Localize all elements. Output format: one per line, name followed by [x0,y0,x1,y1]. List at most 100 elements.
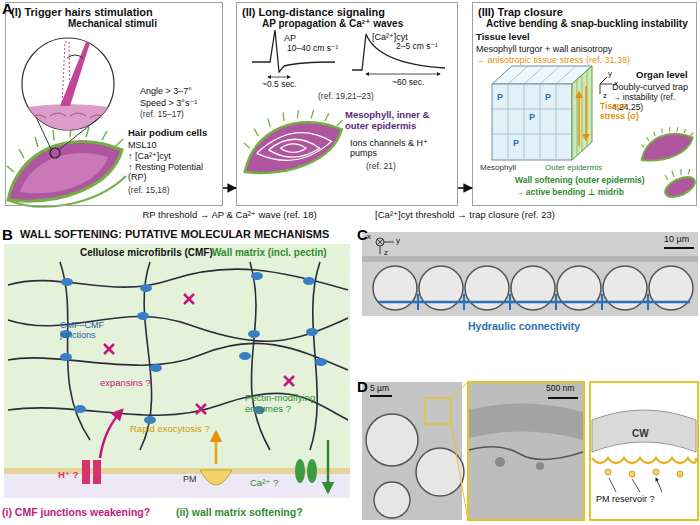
cmf-junction [239,352,251,360]
annotation-label: Mesophyll, inner & outer epidermis [345,110,455,132]
annotation-label: B [2,226,13,243]
hydraulic-connection [418,294,648,310]
proton-pump [100,410,122,458]
annotation-label: PM reservoir ? [596,494,655,504]
annotation-label: CW [632,428,649,440]
micrograph [465,266,509,310]
closed-trap [665,169,690,180]
reservoir-schematic [590,382,698,520]
micrograph [362,232,698,316]
tissue-block [572,66,592,160]
annotation-label: ~0.5 sec. [262,80,297,90]
cmf-junction [144,416,156,424]
cellulose-microfibril [8,269,348,290]
annotation-label: CMF–CMF junctions [60,320,132,341]
cmf-junction [61,278,73,286]
tissue-block [492,84,572,160]
micrograph [511,266,555,310]
open-trap [641,127,693,160]
cmf-junction [248,330,260,338]
reservoir-schematic [629,471,635,477]
panel-box: (II) Long-distance signaling [236,2,458,206]
hair-magnifier [50,148,60,158]
micrograph [419,266,463,310]
reservoir-schematic [609,478,662,492]
reservoir-schematic [605,469,611,475]
annotation-label: Mesophyll [480,163,516,172]
cellulose-microfibril [310,262,320,450]
annotation-label: Pectin-modifying enzymes ? [245,393,333,415]
annotation-label: Active bending & snap-buckling instabili… [486,18,688,30]
flow-arrow [458,187,472,189]
expansin-cut [184,294,194,304]
exocytosis-vesicle [200,470,232,485]
tissue-block [492,84,572,160]
micrograph [495,457,505,467]
flow-arrow [223,187,236,189]
calcium-channel [307,459,317,483]
micrograph [603,266,647,310]
cellulose-microfibril [8,343,348,370]
annotation-label: (ref. 15–17) [140,110,184,120]
annotation-label: P [529,112,535,122]
micrograph [468,382,584,520]
edge-label: RP threshold → AP & Ca²⁺ wave (ref. 18) [142,210,316,221]
cellulose-microfibril [60,262,90,440]
reservoir-schematic [653,469,659,475]
micrograph [362,382,464,520]
annotation-label: 10 µm [664,234,689,244]
venus-flytrap [7,127,123,172]
annotation-label: Cellulose microfibrils (CMF) [80,247,213,259]
annotation-label: H⁺ ? [58,470,78,481]
wall-matrix [4,244,350,470]
venus-flytrap [7,127,126,207]
annotation-label: [Ca²⁺]cyt [372,32,408,42]
cmf-junction [74,405,86,413]
hair-magnifier [67,55,83,58]
annotation-label: Ca²⁺ ? [250,478,278,489]
annotation-label: Mesophyll turgor + wall anisotropy [476,44,612,54]
wall-matrix [4,244,350,498]
annotation-label: P [545,92,551,102]
annotation-label: ~60 sec. [392,78,424,88]
annotation-label: Ions channels & H⁺ pumps [350,138,450,159]
open-trap [641,127,693,147]
cmf-junction [303,277,315,285]
annotation-label: Angle > 3–7° [140,86,192,96]
zoom-leader [451,382,468,520]
tissue-block [492,66,592,160]
signaling-trap [257,133,332,161]
signaling-trap [244,110,343,173]
annotation-label: Doubly-curved trap [612,82,688,92]
micrograph [374,482,410,518]
cellulose-microfibril [8,316,348,341]
exocytosis-vesicle [215,432,218,464]
hair-magnifier [36,117,100,149]
annotation-label: A [2,0,13,17]
annotation-label: (i) CMF junctions weakening? [2,506,150,518]
annotation-label: ↑ [Ca²⁺]cyt [128,151,171,161]
annotation-label: Wall softening (outer epidermis) [515,176,645,186]
proton-pump [82,410,122,484]
micrograph [425,398,451,424]
annotation-label: C [357,226,368,243]
annotation-label: Hydraulic connectivity [468,320,580,332]
annotation-label: Speed > 3°s⁻¹ [140,98,197,108]
annotation-label: Mechanical stimuli [68,18,157,30]
micrograph [370,395,392,397]
cmf-junction [251,272,263,280]
annotation-label: → active bending ⊥ midrib [515,188,624,198]
venus-flytrap [20,153,108,193]
annotation-label: Wall matrix (incl. pectin) [212,247,327,259]
scale-bar [664,248,694,249]
annotation-label: → anisotropic tissue stress (ref. 31,38) [476,55,630,65]
hydraulic-connection [378,301,690,304]
calcium-channel [295,459,305,483]
tissue-block [577,71,587,156]
tissue-block [508,66,576,84]
annotation-label: z [384,248,388,257]
micrograph [366,414,418,466]
closed-trap [662,169,698,201]
